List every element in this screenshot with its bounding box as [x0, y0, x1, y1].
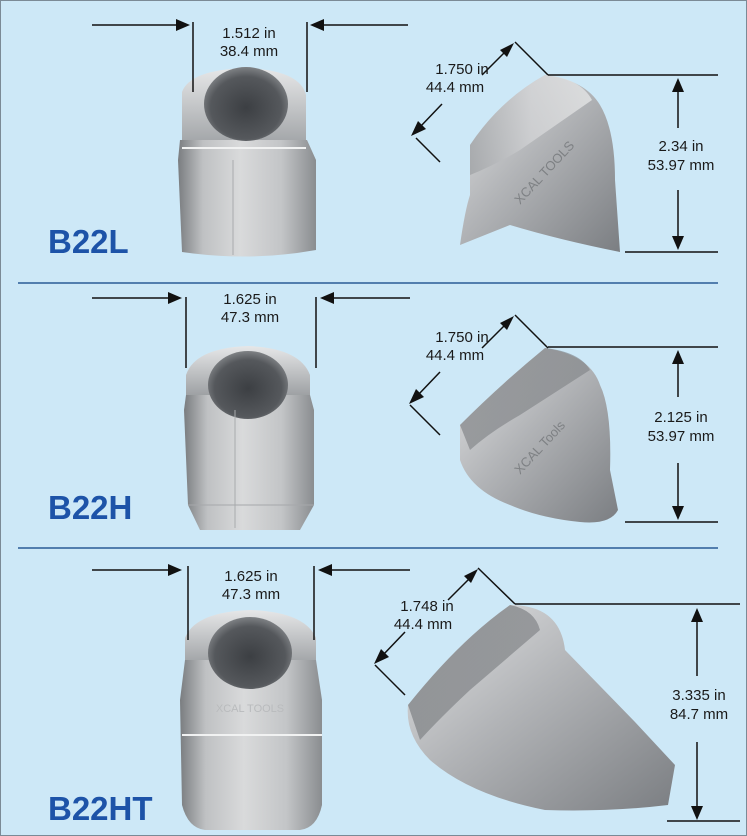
b22l-front-width-mm: 38.4 mm	[220, 43, 278, 60]
b22ht-brand-marking: XCAL TOOLS	[216, 703, 284, 715]
b22h-front-view	[184, 346, 314, 530]
b22l-height-in: 2.34 in	[658, 138, 703, 155]
b22l-side-width-in: 1.750 in	[435, 61, 488, 78]
b22l-side-view: XCAL TOOLS	[460, 75, 620, 252]
b22l-model-label: B22L	[48, 223, 129, 260]
b22h-front-width-in: 1.625 in	[223, 291, 276, 308]
b22ht-front-width-in: 1.625 in	[224, 568, 277, 585]
b22ht-front-view: XCAL TOOLS	[180, 610, 322, 830]
b22h-side-width-in: 1.750 in	[435, 329, 488, 346]
section-b22l: XCAL TOOLS 1.512 in 38.4 mm 1.750 in 44.…	[48, 19, 718, 260]
b22h-model-label: B22H	[48, 489, 132, 526]
b22ht-side-width-in: 1.748 in	[400, 598, 453, 615]
b22h-height-mm: 53.97 mm	[648, 428, 715, 445]
b22h-side-width-mm: 44.4 mm	[426, 347, 484, 364]
b22l-side-width-mm: 44.4 mm	[426, 79, 484, 96]
b22l-front-view	[178, 67, 316, 257]
b22h-height-in: 2.125 in	[654, 409, 707, 426]
b22ht-front-width-mm: 47.3 mm	[222, 586, 280, 603]
b22ht-side-view	[407, 605, 675, 811]
b22ht-model-label: B22HT	[48, 790, 153, 827]
b22h-front-width-mm: 47.3 mm	[221, 309, 279, 326]
section-b22h: XCAL Tools 1.625 in 47.3 mm 1.750 in 44.…	[48, 291, 718, 530]
b22ht-side-width-mm: 44.4 mm	[394, 616, 452, 633]
b22h-side-view: XCAL Tools	[460, 348, 618, 523]
b22ht-height-in: 3.335 in	[672, 687, 725, 704]
b22l-height-mm: 53.97 mm	[648, 157, 715, 174]
b22l-front-width-in: 1.512 in	[222, 25, 275, 42]
b22ht-height-mm: 84.7 mm	[670, 706, 728, 723]
section-b22ht: XCAL TOOLS 1.625 in 47.3 mm 1.748 in 44.…	[48, 564, 740, 830]
